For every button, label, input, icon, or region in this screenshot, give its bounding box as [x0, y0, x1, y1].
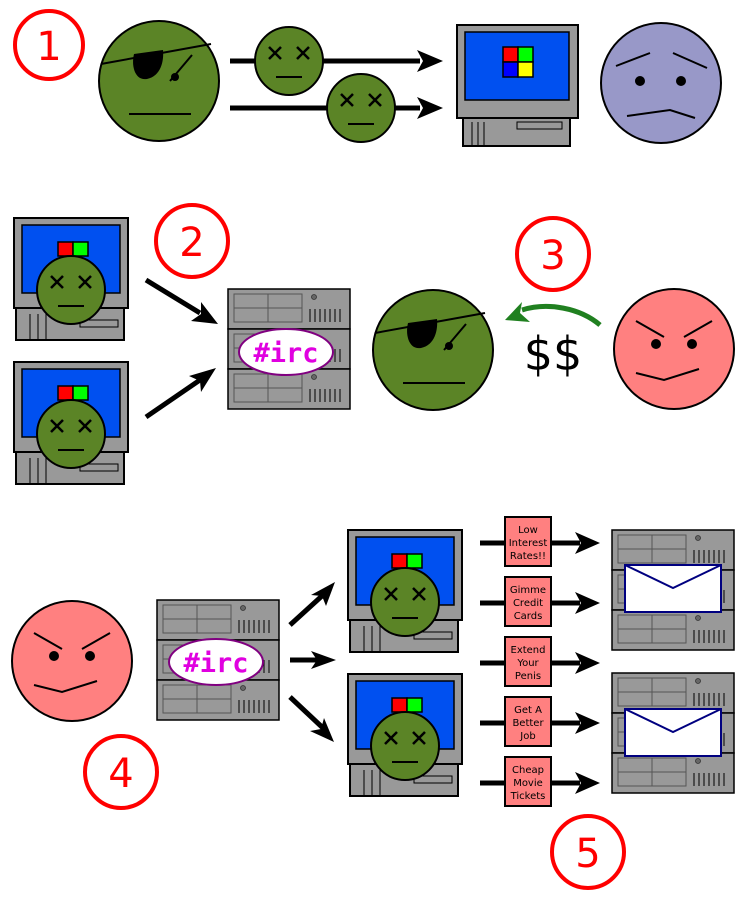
spam-message-line: Your — [516, 658, 539, 669]
irc-server-icon: #irc — [227, 288, 351, 410]
step-2-marker: 2 — [154, 203, 230, 279]
spam-arrow-head-icon — [575, 592, 600, 614]
zombie-virus-icon — [325, 72, 397, 144]
irc-server-icon: #irc — [156, 599, 280, 721]
irc-label: #irc — [183, 648, 248, 679]
infected-computer-icon — [14, 362, 128, 484]
spam-message-box — [504, 696, 552, 747]
step-3-group: 3 $$ — [372, 216, 735, 411]
payment-arrow-icon — [505, 302, 602, 327]
spam-message-line: Penis — [515, 671, 541, 682]
step-4-marker: 4 — [83, 734, 159, 810]
zombie-virus-icon — [253, 25, 325, 97]
spam-message-line: Job — [519, 731, 535, 742]
spam-arrow-head-icon — [575, 712, 600, 734]
spam-arrow-head-icon — [575, 532, 600, 554]
botnet-operator-face-icon — [372, 289, 494, 411]
victim-computer-icon — [456, 24, 579, 147]
step-2-number: 2 — [179, 220, 204, 266]
infected-computer-icon — [14, 218, 128, 340]
spam-message-line: Credit — [513, 598, 543, 609]
step-1-group: 1 — [13, 9, 722, 147]
step-2-group: 2 #irc — [14, 203, 351, 484]
step-4-number: 4 — [108, 751, 133, 797]
step-3-marker: 3 — [515, 216, 591, 292]
irc-label: #irc — [253, 338, 318, 369]
botnet-operator-face-icon — [98, 20, 220, 142]
spam-message-line: Better — [512, 718, 544, 729]
login-arrow-1 — [144, 277, 218, 324]
mail-server-icon — [611, 529, 735, 651]
spam-message-line: Low — [518, 525, 538, 536]
step-4-group: 4 #irc — [11, 530, 462, 810]
command-arrow-right — [290, 651, 336, 669]
spam-message-line: Extend — [511, 645, 546, 656]
payment-label: $$ — [524, 327, 583, 381]
login-arrow-2 — [144, 368, 216, 420]
spam-message-box — [504, 636, 552, 687]
spam-message-line: Movie — [513, 778, 543, 789]
step-5-marker: 5 — [550, 814, 626, 890]
step-1-marker: 1 — [13, 9, 85, 81]
spam-message-line: Rates!! — [510, 551, 546, 562]
mail-server-icon — [611, 672, 735, 794]
spam-message-line: Cheap — [512, 765, 544, 776]
step-1-number: 1 — [36, 24, 61, 70]
spammer-face-icon — [11, 600, 133, 722]
spam-message-box — [504, 516, 552, 567]
infected-computer-icon — [348, 530, 462, 652]
windows-logo-icon — [502, 46, 534, 78]
spam-message-line: Interest — [509, 538, 548, 549]
step-3-number: 3 — [540, 233, 565, 279]
step-5-number: 5 — [575, 831, 600, 877]
envelope-icon — [624, 708, 722, 757]
spammer-face-icon — [613, 288, 735, 410]
infected-computer-icon — [348, 674, 462, 796]
command-arrow-up — [288, 582, 335, 627]
spam-message-box — [504, 756, 552, 807]
spam-message-line: Cards — [514, 611, 543, 622]
spam-arrow-head-icon — [575, 772, 600, 794]
spam-message-line: Tickets — [510, 791, 546, 802]
command-arrow-down — [288, 695, 334, 742]
envelope-icon — [624, 564, 722, 613]
spam-message-line: Gimme — [510, 585, 546, 596]
spam-message-line: Get A — [514, 705, 542, 716]
spam-message-box — [504, 576, 552, 627]
victim-sad-face-icon — [600, 22, 722, 144]
spam-arrow-head-icon — [575, 652, 600, 674]
